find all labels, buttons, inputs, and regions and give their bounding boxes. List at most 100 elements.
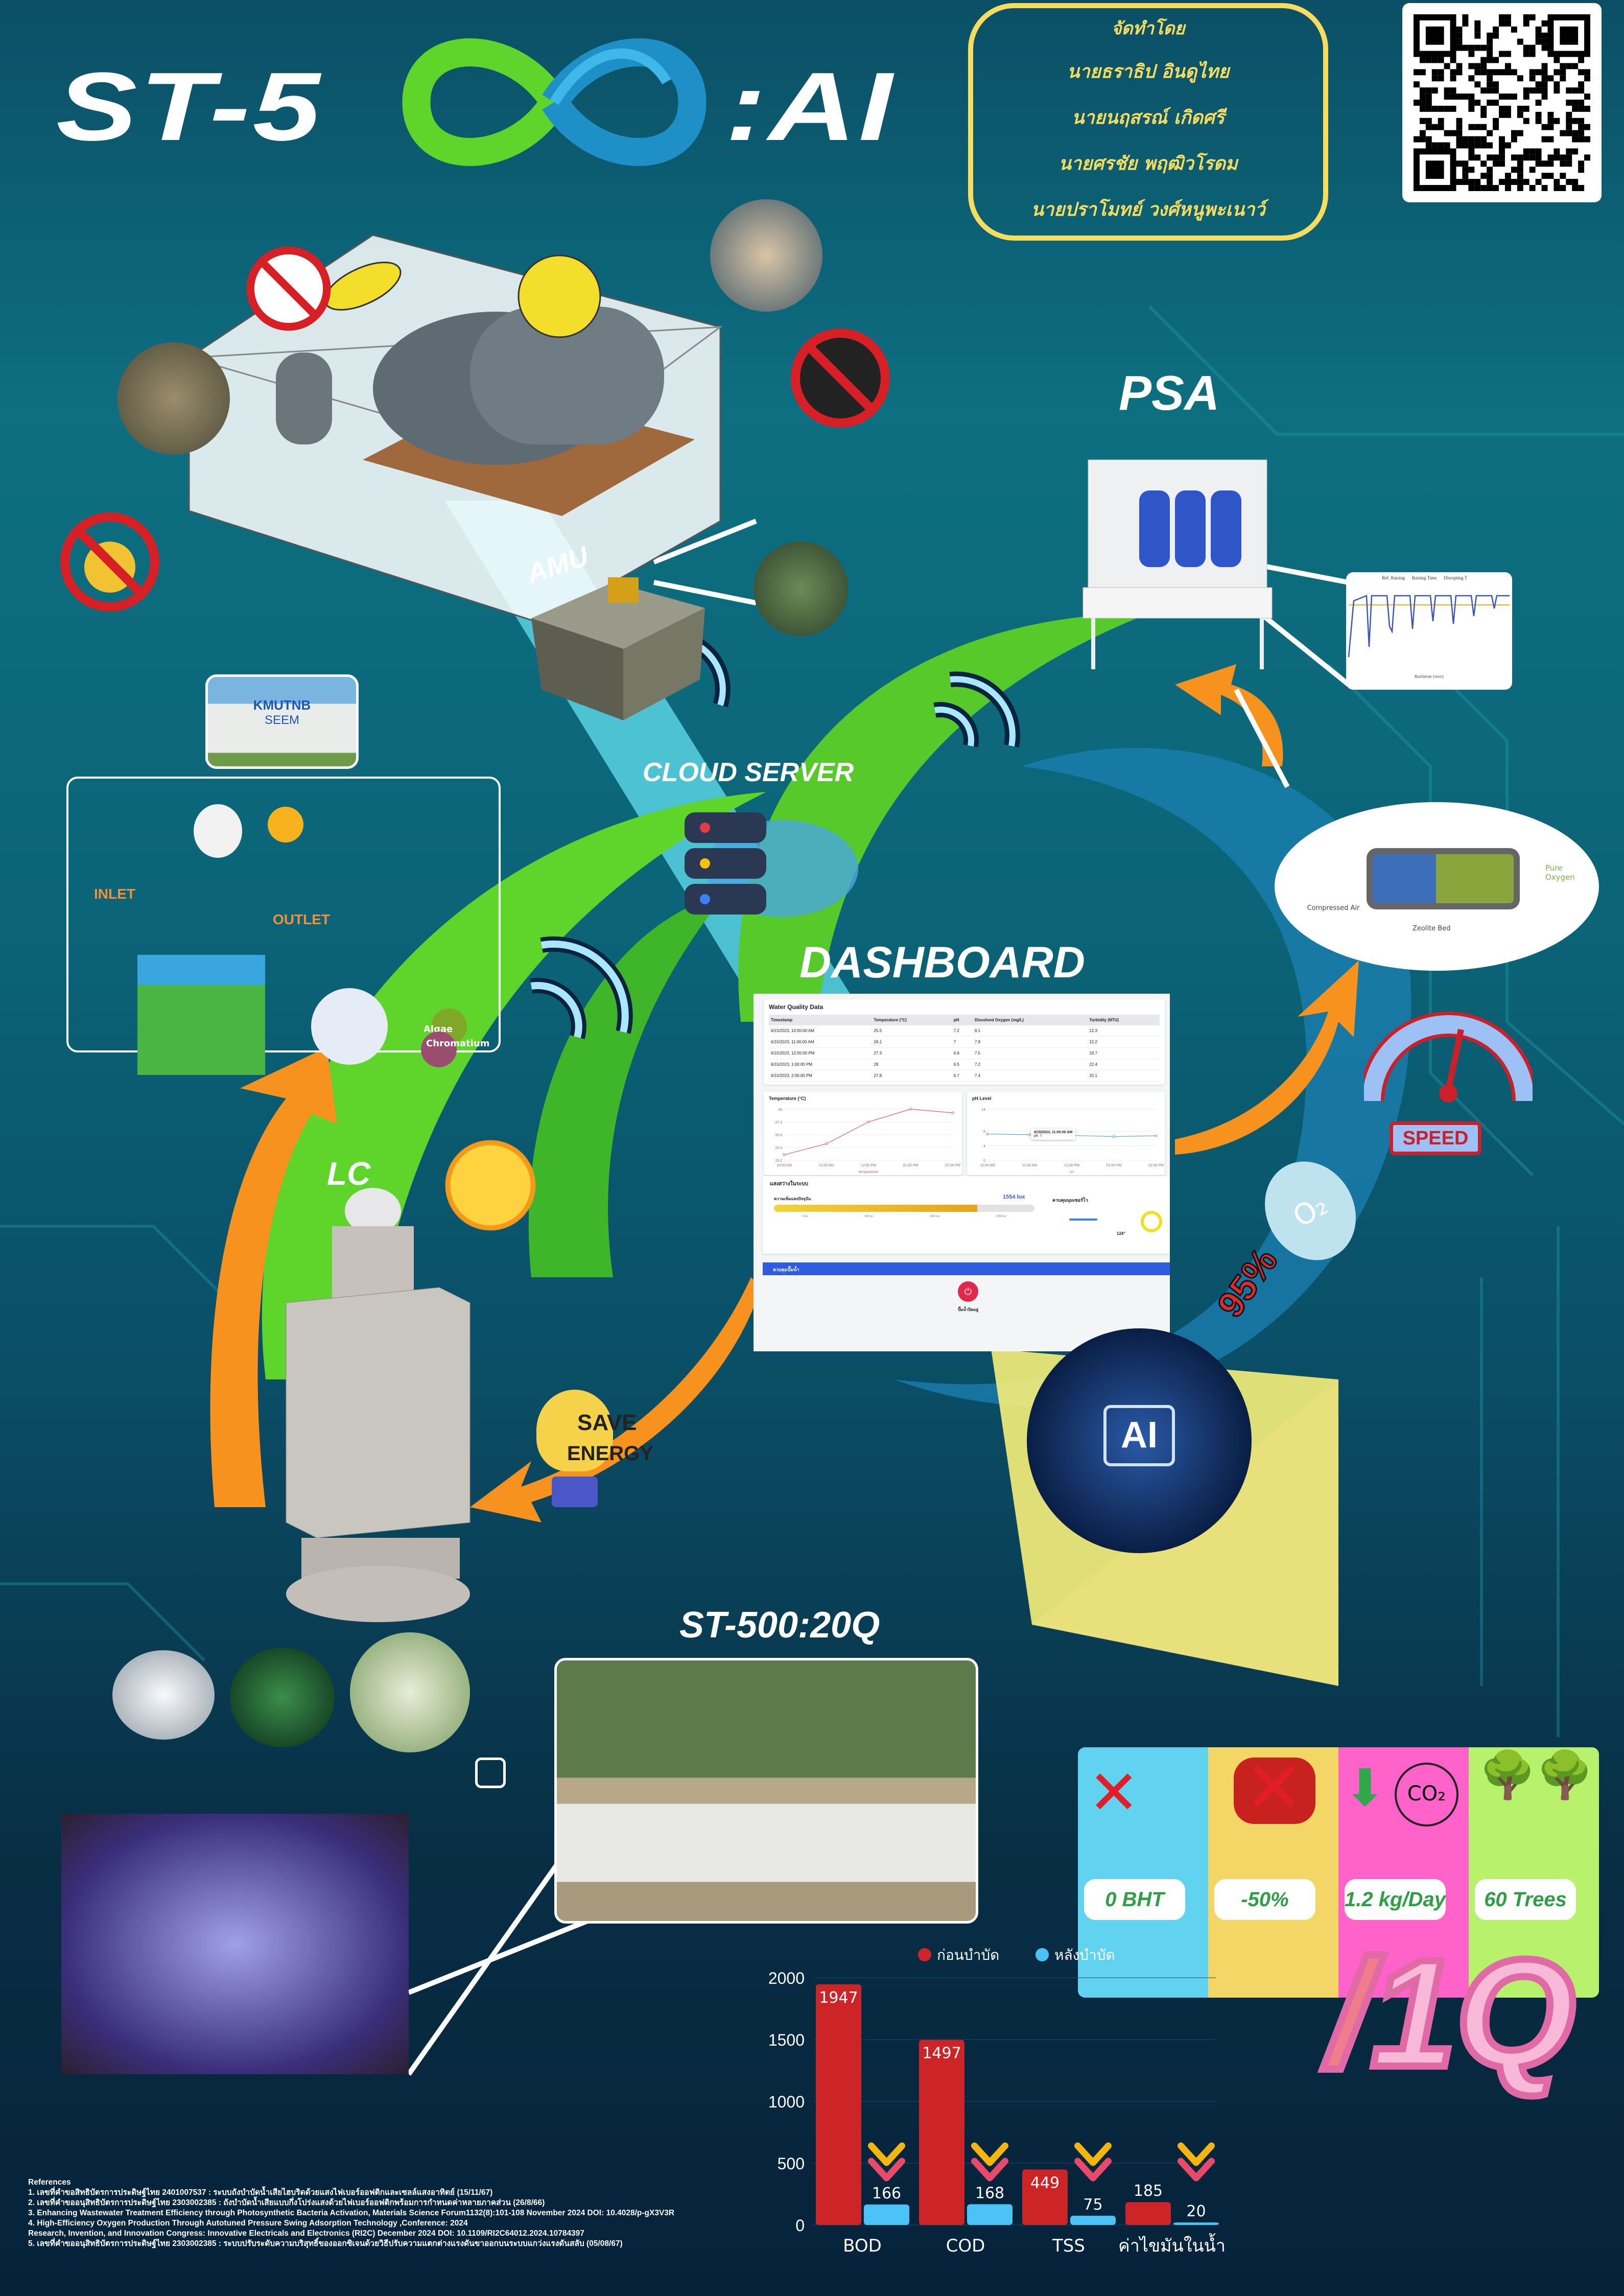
pump-power-button[interactable]: ⏻ [958, 1281, 978, 1302]
reference-item: 2. เลขที่คำขออนุสิทธิบัตรการประดิษฐ์ไทย … [28, 2198, 545, 2207]
table-cell: 20.1 [1087, 1070, 1160, 1082]
table-cell: 22.4 [1087, 1059, 1160, 1070]
bar[interactable] [1125, 2202, 1171, 2225]
bar[interactable] [967, 2204, 1013, 2225]
legend-marker [1035, 1948, 1049, 1961]
bar[interactable] [919, 2040, 964, 2225]
y-tick-label: 28 [778, 1108, 782, 1112]
reference-item: 5. เลขที่คำขออนุสิทธิบัตรการประดิษฐ์ไทย … [28, 2239, 623, 2248]
trees-icon: 🌳🌳 [1479, 1748, 1594, 1802]
references-heading: References [28, 2178, 71, 2187]
x-tick-label: 12:00 PM [1064, 1164, 1079, 1167]
table-cell: 28 [872, 1059, 952, 1070]
table-cell: 27.3 [872, 1047, 952, 1059]
zeolite-bed-label: Zeolite Bed [1413, 925, 1451, 932]
bacteria-closeup [311, 988, 388, 1065]
table-header: Timestamp [769, 1015, 872, 1025]
data-point[interactable] [1155, 1134, 1158, 1137]
pump-status: ปั๊มน้ำปิดอยู่ [957, 1307, 979, 1312]
table-cell: 7.4 [972, 1070, 1088, 1082]
table-header: Turbidity (NTU) [1087, 1015, 1160, 1025]
data-point[interactable] [783, 1153, 786, 1156]
credit-name: นายปราโมทย์ วงศ์หนูพะเนาว์ [1031, 199, 1265, 220]
cloud-server-label: CLOUD SERVER [643, 758, 854, 787]
pump-control-header: ควบคุมปั๊มน้ำ [763, 1262, 1170, 1275]
servo-title: ควบคุมมุมเซอร์โว [1052, 1198, 1088, 1203]
servo-angle: 124° [1117, 1231, 1125, 1236]
table-cell: 7.8 [972, 1036, 1088, 1048]
series-line [784, 1109, 953, 1155]
data-point[interactable] [867, 1120, 870, 1123]
table-cell: 7.2 [951, 1025, 973, 1037]
legend-disrupting: Disrupting T [1444, 575, 1468, 580]
table-cell: 6/15/2023, 1:00:00 PM [769, 1059, 872, 1070]
data-point[interactable] [1113, 1135, 1115, 1138]
cloud-server-icon [685, 812, 858, 917]
data-point[interactable] [986, 1133, 989, 1136]
table-cell: 6.8 [951, 1047, 973, 1059]
infinity-logo-icon [402, 38, 707, 166]
bar[interactable] [864, 2204, 909, 2225]
psa-oxygen-chart: Ref. Raising Raising Time Disrupting T R… [1346, 572, 1512, 690]
data-point[interactable] [1028, 1133, 1031, 1136]
sun-indicator-icon [1141, 1211, 1162, 1232]
x-tick-label: 01:00 PM [1107, 1164, 1122, 1167]
bar[interactable] [1070, 2215, 1116, 2225]
qr-code[interactable] [1402, 3, 1602, 202]
bar[interactable] [1022, 2169, 1068, 2225]
down-arrow-icon: ⬇ [1344, 1758, 1386, 1818]
speed-badge: SPEED [1390, 1121, 1481, 1155]
data-point[interactable] [951, 1111, 954, 1114]
zeolite-tube [1367, 848, 1520, 909]
data-label: 20 [1186, 2203, 1206, 2220]
fiber-optic-dish-icon [194, 804, 242, 858]
table-cell: 7.5 [972, 1047, 1088, 1059]
ai-chip-icon: AI [1103, 1405, 1175, 1466]
chart-legend: ph [1070, 1170, 1074, 1174]
table-header: Temperature (°C) [872, 1015, 952, 1025]
chart-legend: temperature [859, 1170, 878, 1174]
decrease-chevron-icon [868, 2158, 905, 2182]
table-cell: 7.2 [972, 1059, 1088, 1070]
light-section: แสงสว่างในระบบ ความเข้มแสงปัจจุบัน 1554 … [763, 1176, 1170, 1254]
y-tick-label: 0 [795, 2216, 805, 2235]
stat-value: -50% [1214, 1879, 1315, 1920]
table-cell: 25.5 [872, 1025, 952, 1037]
dashboard-label: DASHBOARD [799, 938, 1085, 987]
amu-closeup-photo [754, 542, 848, 636]
y-tick-label: 25.2 [775, 1159, 782, 1163]
y-tick-label: 26.6 [775, 1134, 782, 1137]
x-tick-label: 10:00 AM [776, 1164, 792, 1167]
table-cell: 6/15/2023, 10:00:00 AM [769, 1025, 872, 1037]
decrease-chevron-icon [1178, 2158, 1215, 2182]
psa-unit-model [1082, 459, 1273, 669]
green-swirl-3 [528, 894, 725, 1277]
data-point[interactable] [825, 1142, 828, 1145]
credits-box: จัดทำโดย นายธราธิป อินดูไทย นายนฤสรณ์ เก… [968, 3, 1328, 241]
light-title: แสงสว่างในระบบ [770, 1181, 808, 1187]
decrease-chevron-icon [1178, 2142, 1215, 2166]
psa-label: PSA [1119, 366, 1220, 420]
data-point[interactable] [909, 1108, 912, 1111]
reference-item: 1. เลขที่คำขอสิทธิบัตรการประดิษฐ์ไทย 240… [28, 2188, 493, 2197]
y-tick-label: 25.9 [775, 1146, 782, 1150]
lc-label: LC [327, 1155, 371, 1192]
decrease-chevron-icon [1074, 2142, 1112, 2166]
bar[interactable] [816, 1984, 861, 2225]
compressed-air-label: Compressed Air [1307, 904, 1360, 912]
x-tick-label: 11:00 AM [819, 1164, 834, 1167]
x-category-label: COD [946, 2236, 985, 2256]
stat-air-pump: ✕-50% [1208, 1747, 1338, 1998]
servo-slider[interactable] [1069, 1219, 1097, 1221]
stat-value: 0 BHT [1084, 1879, 1185, 1920]
no-air-pump-icon [1234, 1758, 1315, 1824]
no-electricity-icon: ✕ [1088, 1758, 1140, 1829]
award-1q-logo: /1Q [1325, 1927, 1579, 2099]
tooltip-value: ph: 7 [1034, 1134, 1042, 1138]
reference-item: 3. Enhancing Wastewater Treatment Effici… [28, 2209, 675, 2217]
light-progress-bar [774, 1205, 1034, 1212]
bar[interactable] [1173, 2222, 1219, 2225]
lc-process-diagram: INLET OUTLET Algae Chromatium [66, 777, 501, 1075]
